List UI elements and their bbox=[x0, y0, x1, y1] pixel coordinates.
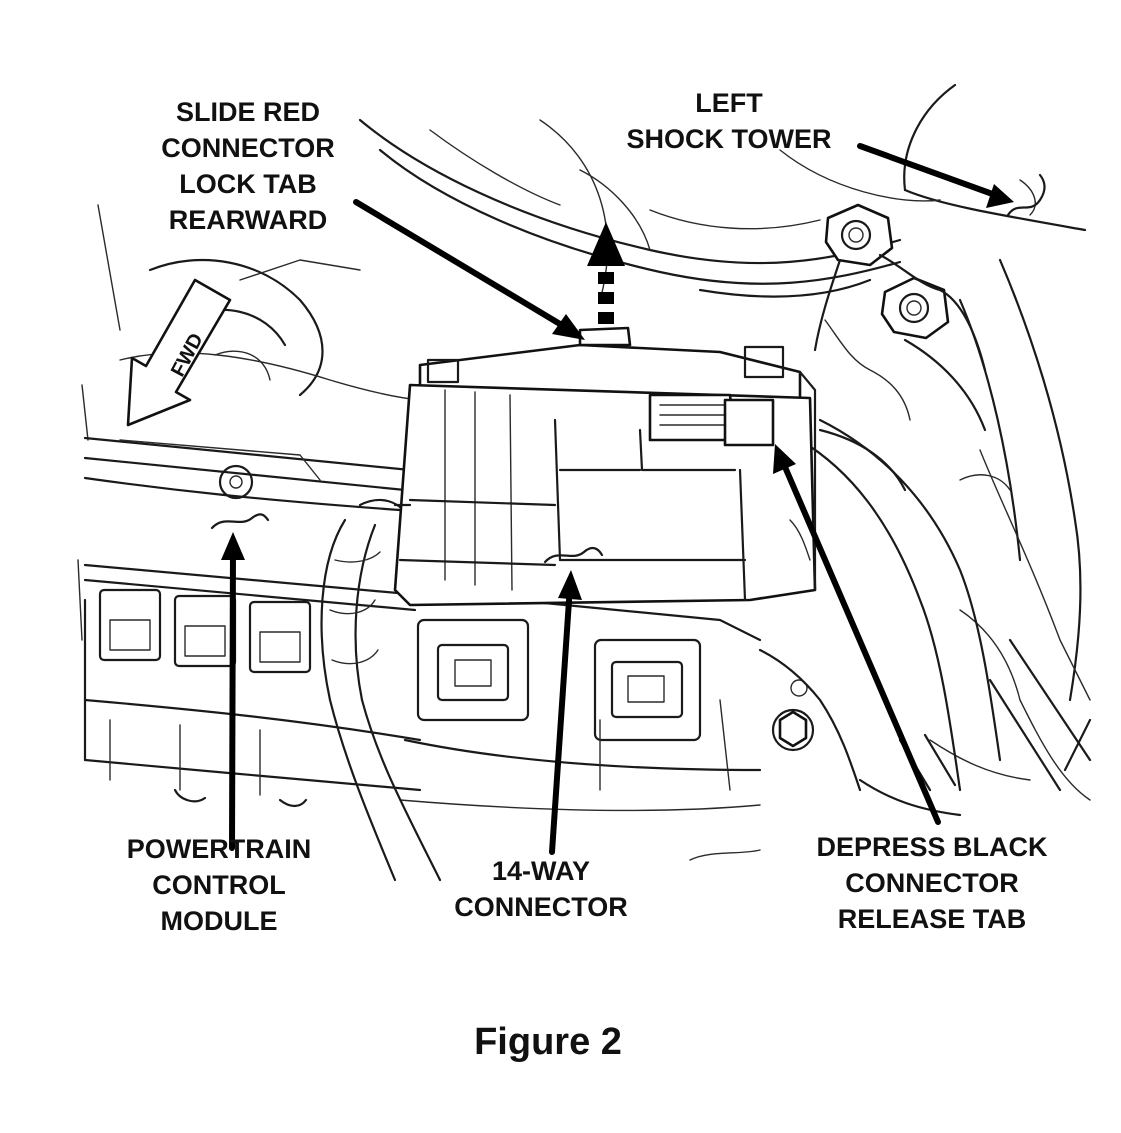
connector-14-way-body bbox=[393, 326, 817, 607]
label-slide-red-connector-lock-tab: SLIDE RED CONNECTOR LOCK TAB REARWARD bbox=[161, 97, 335, 235]
label-line: 14-WAY bbox=[492, 856, 590, 886]
label-line: SHOCK TOWER bbox=[626, 124, 831, 154]
label-line: POWERTRAIN bbox=[127, 834, 312, 864]
label-line: CONNECTOR bbox=[454, 892, 628, 922]
label-line: CONNECTOR bbox=[845, 868, 1019, 898]
callout-arrows bbox=[221, 143, 1014, 855]
label-14-way-connector: 14-WAY CONNECTOR bbox=[454, 856, 628, 922]
label-line: MODULE bbox=[161, 906, 278, 936]
label-line: CONTROL bbox=[152, 870, 285, 900]
label-powertrain-control-module: POWERTRAIN CONTROL MODULE bbox=[127, 834, 312, 936]
label-line: CONNECTOR bbox=[161, 133, 335, 163]
fwd-direction-arrow: FWD bbox=[126, 278, 232, 427]
label-line: REARWARD bbox=[169, 205, 328, 235]
label-line: LEFT bbox=[695, 88, 763, 118]
label-depress-black-connector-release-tab: DEPRESS BLACK CONNECTOR RELEASE TAB bbox=[816, 832, 1048, 934]
label-line: DEPRESS BLACK bbox=[816, 832, 1048, 862]
figure-caption: Figure 2 bbox=[474, 1021, 622, 1063]
label-line: RELEASE TAB bbox=[838, 904, 1027, 934]
label-left-shock-tower: LEFT SHOCK TOWER bbox=[626, 88, 831, 154]
wire-harness bbox=[320, 498, 442, 882]
label-line: SLIDE RED bbox=[176, 97, 320, 127]
label-line: LOCK TAB bbox=[179, 169, 316, 199]
rearward-dashed-arrow bbox=[587, 222, 625, 324]
